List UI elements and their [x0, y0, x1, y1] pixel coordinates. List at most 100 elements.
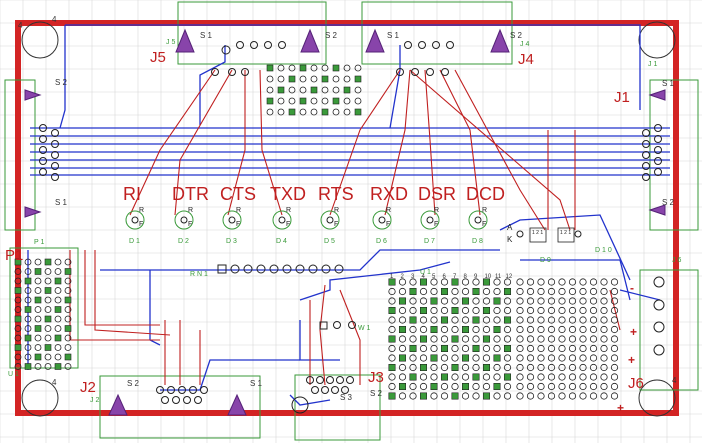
proto-pad: [332, 64, 340, 72]
proto-pad: [451, 278, 459, 286]
proto-pad: [288, 86, 296, 94]
j2-pad: [178, 386, 186, 394]
j3-pad: [316, 376, 324, 384]
j5-pads[interactable]: [211, 41, 286, 76]
j1-pad: [642, 162, 650, 170]
proto-pad: [14, 296, 22, 304]
proto-pad: [579, 335, 587, 343]
proto-pad: [388, 382, 396, 391]
designator-j5[interactable]: J5: [150, 49, 166, 66]
designator-j2[interactable]: J2: [80, 379, 96, 396]
proto-pad: [482, 287, 491, 296]
j6-outline[interactable]: [639, 269, 699, 391]
rn1-resistor-network-pads[interactable]: [217, 264, 344, 274]
proto-pad: [472, 287, 480, 295]
silk-rn1: R N 1: [190, 271, 208, 278]
j2-pad: [156, 386, 164, 394]
left-connector-outline[interactable]: [4, 79, 36, 231]
j6-pad: [653, 321, 665, 333]
proto-pad: [398, 306, 407, 315]
led-designator: D 3: [226, 238, 237, 245]
j3-pad: [321, 386, 329, 394]
designator-p1[interactable]: P1: [5, 247, 23, 264]
proto-pad: [430, 392, 438, 400]
proto-pad: [44, 344, 52, 351]
w1-jumper[interactable]: W 1: [319, 321, 371, 333]
j5-pad: [241, 68, 249, 76]
led-outline[interactable]: [222, 210, 242, 230]
proto-pad: [34, 344, 42, 351]
proto-pad: [430, 316, 438, 324]
j1-pad: [654, 124, 662, 132]
proto-pad: [526, 392, 535, 400]
proto-pad: [558, 373, 566, 381]
designator-j4[interactable]: J4: [518, 51, 534, 68]
designator-j3[interactable]: J3: [368, 369, 384, 386]
proto-pad: [430, 335, 438, 343]
proto-pad: [503, 382, 512, 391]
designator-j1[interactable]: J1: [614, 89, 630, 106]
led-pad: [426, 216, 434, 224]
j2-pads[interactable]: [156, 386, 208, 404]
led-pad: [474, 216, 482, 224]
led-outline[interactable]: [272, 210, 292, 230]
proto-pad: [579, 373, 587, 381]
proto-pad: [24, 363, 32, 370]
p1-header-grid[interactable]: [14, 258, 72, 370]
proto-pad: [600, 335, 608, 343]
screw-label-s2: S 2: [662, 198, 675, 207]
led-outline[interactable]: [174, 210, 194, 230]
j5-outline[interactable]: [177, 1, 327, 65]
led-outline[interactable]: [468, 210, 488, 230]
proto-pad: [610, 335, 619, 343]
proto-pad: [440, 316, 448, 324]
j5-header-grid[interactable]: [266, 64, 362, 116]
proto-pad: [537, 316, 545, 324]
silk-u1-left: U 1: [8, 371, 19, 378]
led-outline[interactable]: [420, 210, 440, 230]
proto-pad: [419, 363, 427, 371]
proto-pad: [526, 373, 535, 381]
led-pin-f: F: [434, 221, 438, 228]
proto-pad: [451, 354, 459, 362]
led-outline[interactable]: [320, 210, 340, 230]
proto-pad: [579, 278, 587, 286]
proto-pad: [493, 316, 501, 324]
proto-pad: [310, 75, 318, 83]
proto-pad: [430, 373, 438, 381]
proto-pad: [547, 392, 556, 400]
j6-pads[interactable]: [653, 276, 665, 356]
proto-pad: [568, 363, 577, 372]
proto-pad: [24, 315, 32, 323]
proto-pad: [64, 277, 72, 285]
proto-pad: [451, 344, 459, 353]
j4-outline[interactable]: [361, 1, 513, 65]
u1-proto-grid-right[interactable]: [516, 278, 619, 400]
proto-pad: [54, 277, 62, 285]
led-outline[interactable]: [125, 210, 145, 230]
j1-pads[interactable]: [642, 124, 662, 181]
signal-label: RTS: [318, 184, 354, 204]
led-designator: D 1: [129, 238, 140, 245]
led-outline[interactable]: [372, 210, 392, 230]
silk-j4: J 4: [520, 41, 529, 48]
j4-pads[interactable]: [396, 41, 454, 76]
resistor-area[interactable]: 1 2 1 1 2 1 A K D 9 D 1 0: [507, 223, 612, 264]
j3-pads[interactable]: [291, 376, 354, 414]
led-designator: D 8: [472, 238, 483, 245]
j3-outline[interactable]: [294, 374, 381, 441]
proto-pad: [493, 297, 501, 305]
proto-pad: [24, 296, 32, 304]
p1-outline[interactable]: [9, 247, 79, 369]
designator-j6[interactable]: J6: [628, 375, 644, 392]
left-connector-pads[interactable]: [39, 124, 59, 181]
proto-pad: [537, 287, 545, 296]
proto-pad: [547, 354, 556, 362]
w1-pad: [319, 321, 328, 330]
proto-pad: [321, 108, 329, 116]
proto-pad: [579, 392, 587, 400]
